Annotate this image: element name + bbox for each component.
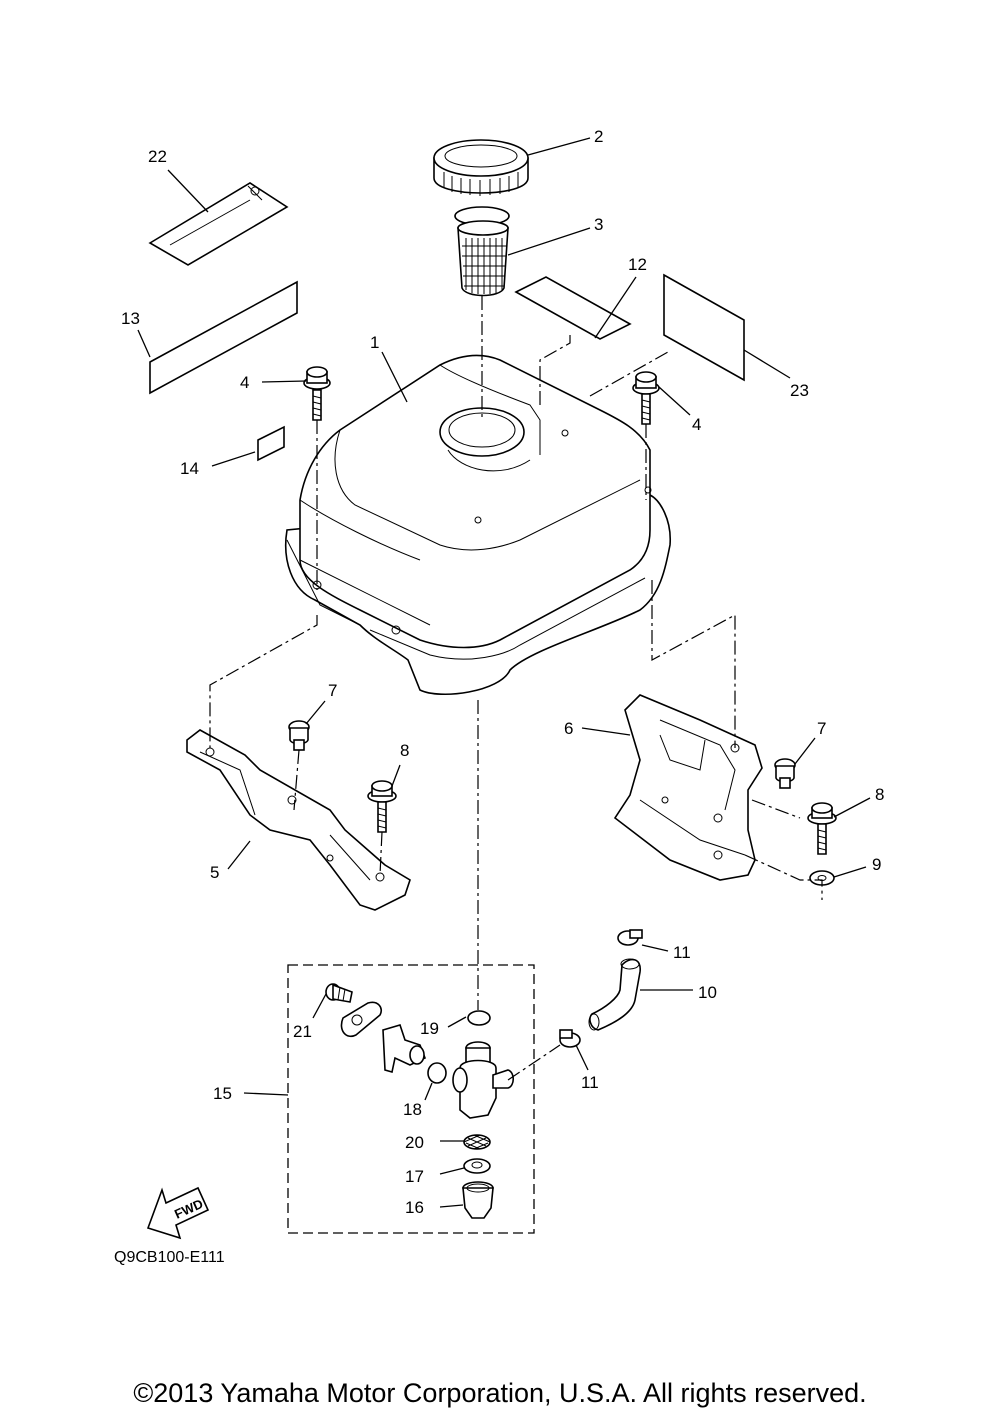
callout-15: 15	[213, 1084, 232, 1103]
fwd-arrow-icon: FWD	[146, 1186, 210, 1240]
lever	[382, 1024, 427, 1074]
bracket-6	[613, 694, 763, 881]
screw-21	[325, 983, 353, 1003]
label-13	[149, 280, 298, 395]
callout-11-lower: 11	[581, 1073, 599, 1092]
o-ring-18	[427, 1062, 447, 1084]
callout-10: 10	[698, 983, 717, 1002]
o-ring-19	[467, 1010, 491, 1026]
cup-16	[462, 1181, 494, 1219]
strainer-3	[454, 206, 510, 297]
callout-1: 1	[370, 333, 379, 352]
label-14	[257, 425, 285, 462]
callout-5: 5	[210, 863, 219, 882]
callout-14: 14	[180, 459, 199, 478]
fuel-cock-assembly-box	[287, 964, 535, 1234]
plate	[340, 1001, 383, 1037]
leader-lines	[137, 137, 871, 1208]
filter-20	[463, 1134, 491, 1150]
fuel-tank-1	[284, 354, 671, 696]
callout-18: 18	[403, 1100, 422, 1119]
callout-labels: 1 2 3 4 4 5 6 7 7 8 8 9 10 11 11 12 13 1…	[121, 127, 884, 1217]
bolt-4-left	[303, 366, 331, 421]
copyright-notice: ©2013 Yamaha Motor Corporation, U.S.A. A…	[133, 1378, 867, 1408]
bolt-4-right	[632, 371, 660, 425]
callout-22: 22	[148, 147, 167, 166]
clip-11-lower	[559, 1029, 581, 1048]
callout-13: 13	[121, 309, 140, 328]
grommet-7-right	[774, 758, 796, 789]
fuel-tank-parts-diagram: FWD	[114, 127, 884, 1266]
callout-19: 19	[420, 1019, 439, 1038]
fuel-cock-body	[452, 1041, 515, 1119]
bracket-5	[186, 729, 411, 911]
callout-7-left: 7	[328, 681, 337, 700]
callout-17: 17	[405, 1167, 424, 1186]
grommet-7-left	[288, 720, 310, 751]
callout-20: 20	[405, 1133, 424, 1152]
clip-11-upper	[617, 929, 643, 946]
callout-11-upper: 11	[673, 943, 691, 962]
fuel-cap-2	[433, 139, 529, 196]
callout-6: 6	[564, 719, 573, 738]
callout-8-right: 8	[875, 785, 884, 804]
callout-2: 2	[594, 127, 603, 146]
callout-3: 3	[594, 215, 603, 234]
bolt-8-left	[367, 780, 397, 833]
label-23	[663, 273, 745, 382]
bolt-8-right	[807, 802, 837, 855]
label-12	[514, 276, 632, 340]
assembly-lines	[209, 296, 823, 1081]
callout-7-right: 7	[817, 719, 826, 738]
callout-23: 23	[790, 381, 809, 400]
callout-21: 21	[293, 1022, 312, 1041]
gasket-17	[463, 1158, 491, 1174]
callout-4-left: 4	[240, 373, 249, 392]
fuel-hose-10	[588, 958, 641, 1031]
diagram-code: Q9CB100-E111	[114, 1249, 225, 1266]
callout-8-left: 8	[400, 741, 409, 760]
callout-4-right: 4	[692, 415, 701, 434]
callout-9: 9	[872, 855, 881, 874]
decal-22	[148, 182, 289, 266]
callout-16: 16	[405, 1198, 424, 1217]
callout-12: 12	[628, 255, 647, 274]
